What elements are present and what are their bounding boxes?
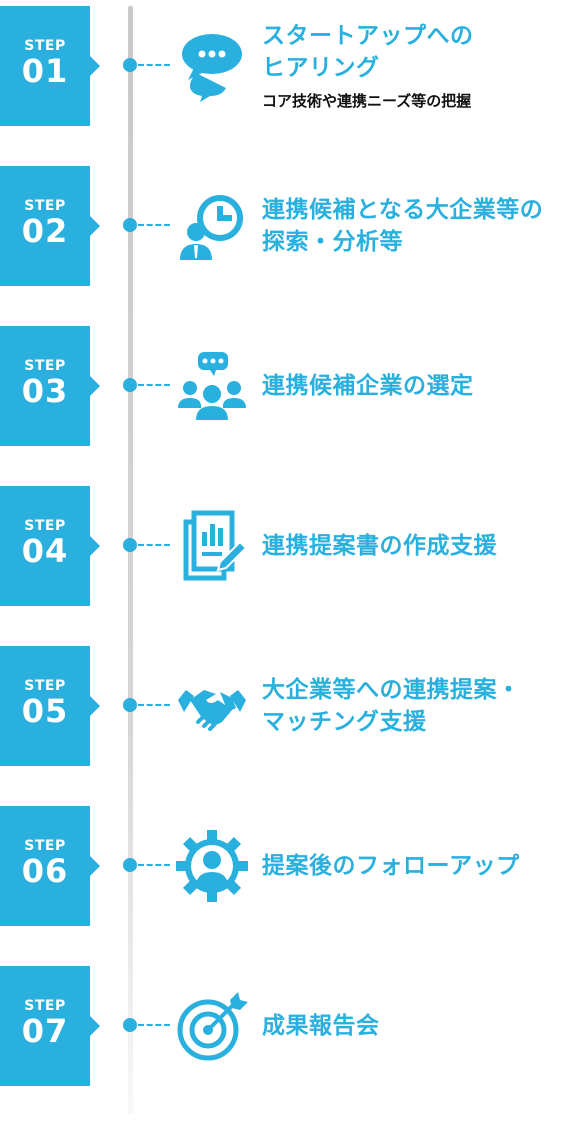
- step-title: スタートアップへの ヒアリング: [262, 20, 572, 84]
- step-row-1: STEP 01 スタートアップへの ヒアリング コア技術や連携ニーズ等の把握: [0, 6, 579, 126]
- step-title: 大企業等への連携提案・ マッチング支援: [262, 674, 572, 738]
- timeline-dot: [123, 858, 137, 872]
- step-title-line: 探索・分析等: [262, 229, 403, 255]
- step-title: 連携候補となる大企業等の 探索・分析等: [262, 194, 572, 258]
- timeline-dot: [123, 378, 137, 392]
- step-title: 連携候補企業の選定: [262, 370, 572, 402]
- step-title-line: 成果報告会: [262, 1013, 380, 1039]
- step-title-line: 連携候補となる大企業等の: [262, 197, 544, 223]
- step-badge: STEP 07: [0, 966, 100, 1086]
- timeline-connector: [138, 384, 170, 386]
- step-subtitle: コア技術や連携ニーズ等の把握: [262, 92, 472, 110]
- step-badge: STEP 05: [0, 646, 100, 766]
- step-badge: STEP 01: [0, 6, 100, 126]
- step-title: 提案後のフォローアップ: [262, 850, 572, 882]
- step-label: STEP: [24, 518, 66, 534]
- step-row-5: STEP 05 大企業等への連携提案・ マッチング支援: [0, 646, 579, 766]
- step-badge: STEP 06: [0, 806, 100, 926]
- step-number: 01: [21, 52, 69, 90]
- step-badge: STEP 04: [0, 486, 100, 606]
- step-title: 連携提案書の作成支援: [262, 530, 572, 562]
- timeline-connector: [138, 64, 170, 66]
- timeline-dot: [123, 58, 137, 72]
- step-title-line: 連携提案書の作成支援: [262, 533, 497, 559]
- timeline-connector: [138, 704, 170, 706]
- step-title-line: スタートアップへの: [262, 23, 474, 49]
- step-number: 04: [21, 532, 69, 570]
- step-badge: STEP 02: [0, 166, 100, 286]
- step-title-line: 連携候補企業の選定: [262, 373, 474, 399]
- step-label: STEP: [24, 998, 66, 1014]
- step-title: 成果報告会: [262, 1010, 572, 1042]
- analysis-person-chart-icon: [176, 190, 248, 262]
- gear-person-icon: [176, 830, 248, 902]
- document-edit-icon: [176, 510, 248, 582]
- step-number: 02: [21, 212, 69, 250]
- chat-bubbles-icon: [176, 30, 248, 102]
- step-title-line: マッチング支援: [262, 709, 427, 735]
- step-row-6: STEP 06 提案後のフォローアップ: [0, 806, 579, 926]
- handshake-icon: [176, 670, 248, 742]
- timeline-connector: [138, 224, 170, 226]
- step-badge: STEP 03: [0, 326, 100, 446]
- step-label: STEP: [24, 678, 66, 694]
- timeline-line: [128, 6, 133, 1114]
- timeline-dot: [123, 1018, 137, 1032]
- timeline-dot: [123, 698, 137, 712]
- step-label: STEP: [24, 838, 66, 854]
- team-meeting-icon: [176, 350, 248, 422]
- step-number: 06: [21, 852, 69, 890]
- step-row-2: STEP 02 連携候補となる大企業等の 探索・分析等: [0, 166, 579, 286]
- step-row-3: STEP 03 連携候補企業の選定: [0, 326, 579, 446]
- timeline-dot: [123, 538, 137, 552]
- step-label: STEP: [24, 38, 66, 54]
- step-label: STEP: [24, 198, 66, 214]
- step-row-4: STEP 04 連携提案書の作成支援: [0, 486, 579, 606]
- step-number: 05: [21, 692, 69, 730]
- step-title-line: ヒアリング: [262, 55, 380, 81]
- step-number: 03: [21, 372, 69, 410]
- step-label: STEP: [24, 358, 66, 374]
- step-number: 07: [21, 1012, 69, 1050]
- step-row-7: STEP 07 成果報告会: [0, 966, 579, 1086]
- step-title-line: 大企業等への連携提案・: [262, 677, 521, 703]
- timeline-dot: [123, 218, 137, 232]
- timeline-connector: [138, 1024, 170, 1026]
- timeline-connector: [138, 864, 170, 866]
- timeline-connector: [138, 544, 170, 546]
- target-arrow-icon: [176, 990, 248, 1062]
- step-title-line: 提案後のフォローアップ: [262, 853, 520, 879]
